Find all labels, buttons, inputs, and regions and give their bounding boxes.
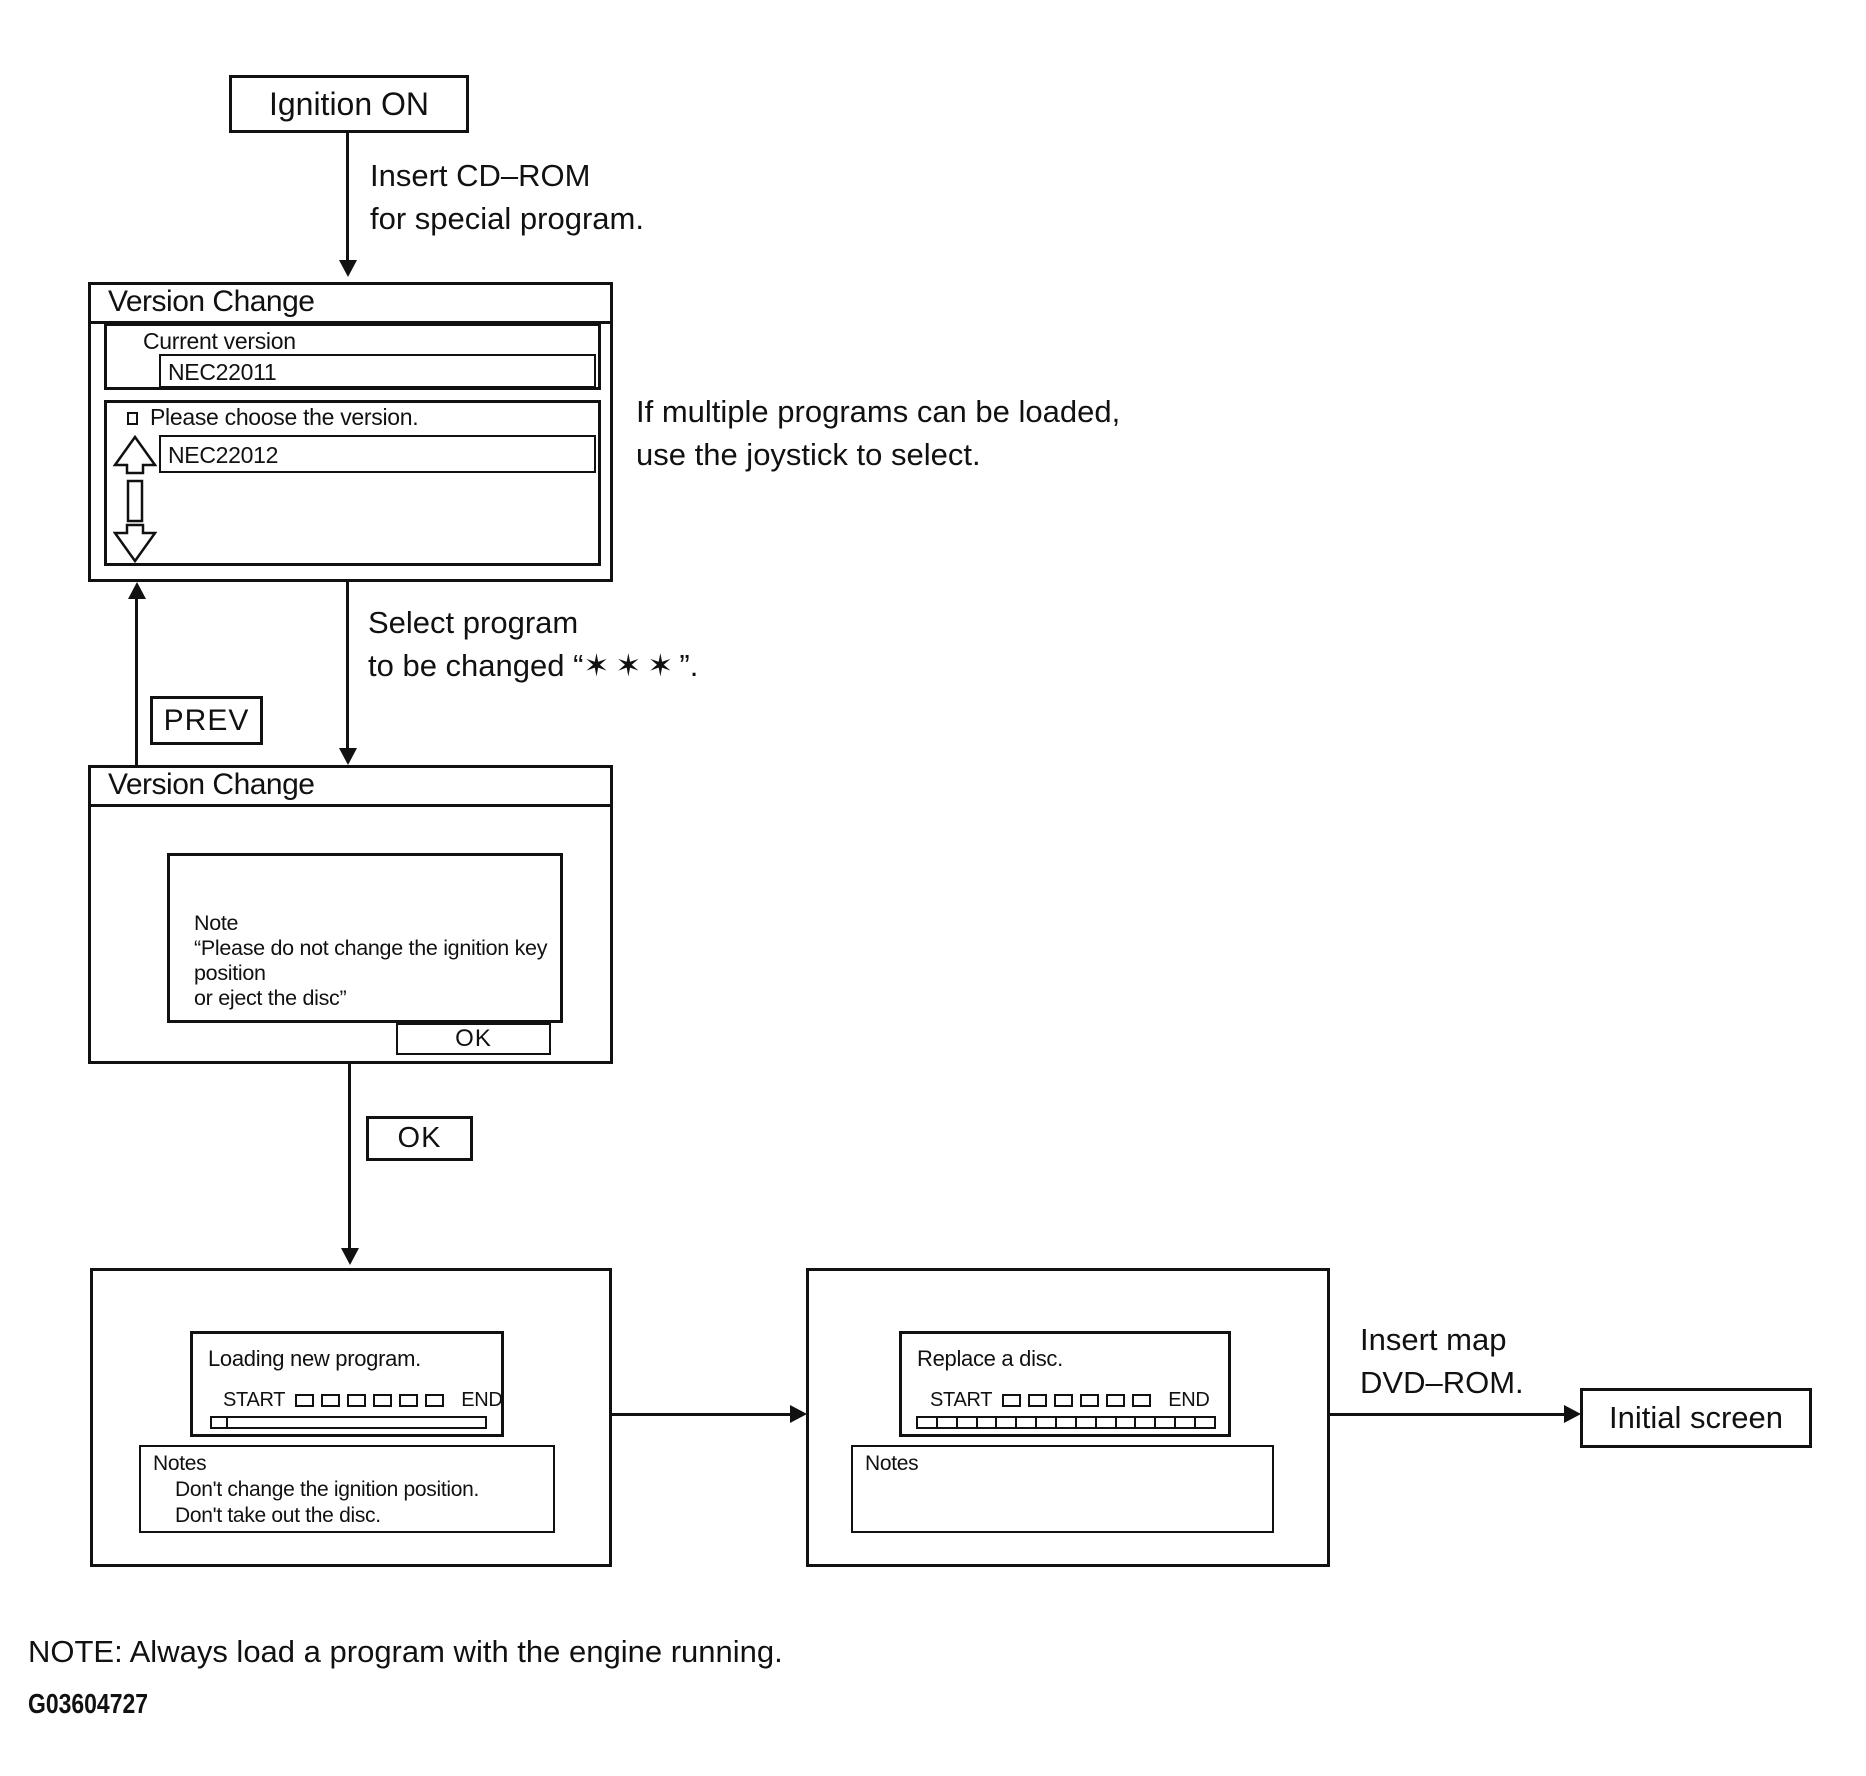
start-label: START [930, 1389, 993, 1411]
dialog-ok-button[interactable]: OK [396, 1023, 551, 1055]
replace-screen: Replace a disc. START END [899, 1331, 1231, 1437]
stars-glyphs: ✶✶✶ [583, 648, 680, 683]
selected-version-field[interactable]: NEC22012 [159, 435, 596, 473]
arrow-prev-return [135, 598, 138, 765]
replace-message: Replace a disc. [917, 1346, 1063, 1371]
arrowhead-up-icon [128, 582, 146, 599]
notes-title: Notes [153, 1452, 207, 1475]
version-change-confirm-screen: Version Change Note “Please do not chang… [88, 765, 613, 1064]
select-program-label: Select program to be changed “✶✶✶”. [368, 605, 699, 683]
current-version-field: NEC22011 [159, 354, 596, 388]
note-dialog: Note “Please do not change the ignition … [167, 853, 563, 1023]
current-version-panel: Current version NEC22011 [104, 323, 601, 390]
version-change-select-screen: Version Change Current version NEC22011 … [88, 282, 613, 582]
insert-cdrom-label: Insert CD–ROM for special program. [370, 158, 644, 236]
end-label: END [1168, 1389, 1210, 1411]
screen-title: Version Change [91, 285, 610, 324]
loading-message: Loading new program. [208, 1346, 421, 1371]
arrow-select-program [346, 582, 349, 749]
replace-notes-panel: Notes [851, 1445, 1274, 1533]
loading-progress-bar [210, 1416, 487, 1429]
initial-screen-label: Initial screen [1608, 1400, 1784, 1435]
arrowhead-down-icon [341, 1248, 359, 1265]
figure-id: G03604727 [28, 1688, 149, 1719]
joystick-up-down-icon[interactable] [113, 435, 157, 563]
arrowhead-right-icon [1564, 1405, 1581, 1423]
screen-title: Version Change [91, 768, 610, 807]
connector-loading-replace [612, 1413, 792, 1416]
insert-map-label: Insert map DVD–ROM. [1360, 1322, 1524, 1400]
ok-flow-button[interactable]: OK [366, 1116, 473, 1161]
arrowhead-down-icon [339, 260, 357, 277]
loading-screen: Loading new program. START END [190, 1331, 504, 1437]
ignition-on-label: Ignition ON [268, 85, 430, 122]
note-dialog-text: Note “Please do not change the ignition … [194, 911, 548, 1010]
replace-disc-frame: Replace a disc. START END Notes [806, 1268, 1330, 1567]
meter-segments [295, 1394, 451, 1407]
arrowhead-down-icon [339, 748, 357, 765]
end-label: END [461, 1389, 503, 1411]
loading-meter: START END [223, 1389, 503, 1412]
arrow-ok-confirm [348, 1064, 351, 1249]
replace-progress-bar [916, 1416, 1216, 1429]
bullet-square-icon [127, 412, 138, 425]
bottom-note: NOTE: Always load a program with the eng… [28, 1634, 783, 1669]
arrow-ignition-to-version [346, 133, 349, 261]
joystick-note-label: If multiple programs can be loaded, use … [636, 394, 1121, 472]
connector-replace-initial [1330, 1413, 1564, 1416]
arrowhead-right-icon [790, 1405, 807, 1423]
loading-program-frame: Loading new program. START END Notes Don… [90, 1268, 612, 1567]
choose-version-prompt: Please choose the version. [150, 404, 419, 430]
notes-lines: Don't change the ignition position. Don'… [175, 1478, 480, 1527]
ignition-on-box: Ignition ON [229, 75, 469, 133]
current-version-label: Current version [143, 328, 296, 354]
start-label: START [223, 1389, 286, 1411]
initial-screen-box: Initial screen [1580, 1388, 1812, 1448]
loading-notes-panel: Notes Don't change the ignition position… [139, 1445, 555, 1533]
replace-meter: START END [930, 1389, 1210, 1412]
notes-title: Notes [865, 1452, 919, 1475]
meter-segments [1002, 1394, 1158, 1407]
prev-button[interactable]: PREV [150, 696, 263, 745]
choose-version-panel: Please choose the version. NEC22012 [104, 400, 601, 566]
